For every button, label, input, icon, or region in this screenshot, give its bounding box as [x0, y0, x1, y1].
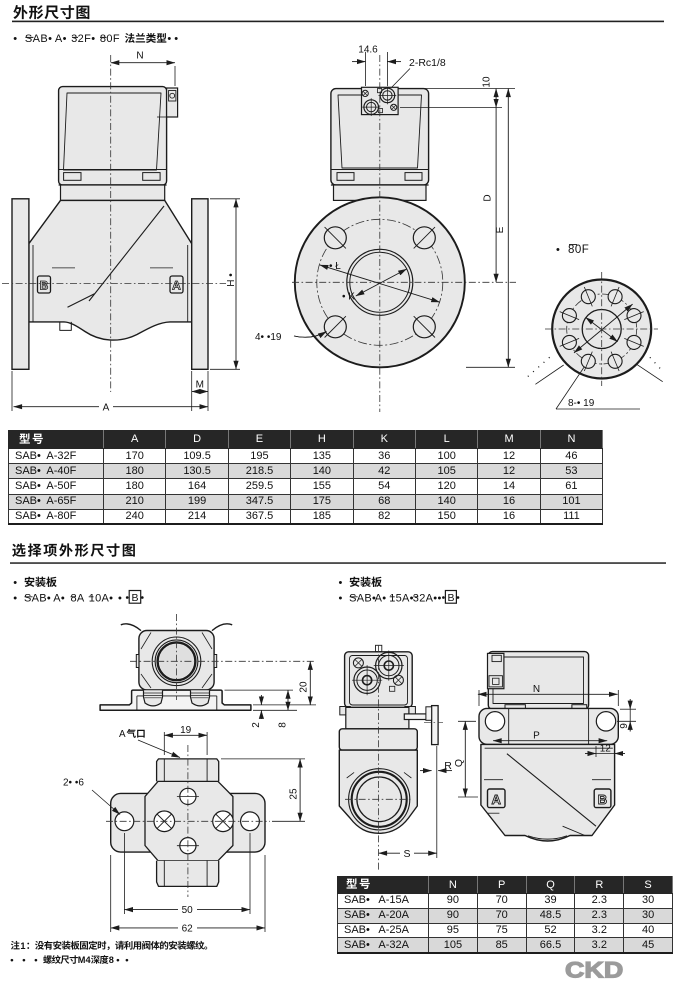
svg-text:P: P [533, 730, 540, 741]
svg-text:•: • [10, 955, 14, 966]
svg-text:SAB•: SAB• [24, 593, 51, 605]
svg-text:9: 9 [619, 723, 630, 729]
svg-text:19: 19 [180, 725, 192, 736]
svg-text:•: • [13, 577, 17, 589]
svg-text:N: N [136, 51, 143, 62]
svg-text:20: 20 [299, 681, 310, 693]
svg-text:D: D [482, 194, 493, 201]
svg-text:B: B [40, 279, 49, 293]
svg-text:32F•: 32F• [71, 33, 95, 45]
svg-text:•: • [556, 244, 560, 256]
svg-text:B: B [447, 592, 454, 604]
svg-text:14.6: 14.6 [358, 45, 378, 56]
svg-text:8: 8 [278, 722, 289, 728]
svg-text:M4: M4 [78, 955, 92, 965]
svg-text:•: • [339, 593, 343, 605]
svg-text:E: E [495, 226, 506, 233]
svg-text:4• •19: 4• •19 [255, 332, 282, 343]
svg-text:10: 10 [482, 76, 493, 88]
svg-text:A: A [119, 729, 126, 740]
svg-text:50: 50 [182, 905, 194, 916]
svg-text:32A•: 32A• [413, 593, 438, 605]
svg-text:SAB•: SAB• [349, 593, 376, 605]
svg-text:H •: H • [226, 273, 237, 287]
svg-text:A: A [103, 403, 110, 414]
svg-text:A•: A• [375, 593, 387, 605]
svg-text:•: • [167, 33, 171, 45]
svg-text:25: 25 [289, 788, 300, 800]
svg-text:1: 1 [20, 941, 25, 951]
svg-text:2-Rc1/8: 2-Rc1/8 [409, 57, 446, 69]
svg-text:SAB•: SAB• [25, 33, 52, 45]
svg-text:•: • [116, 955, 120, 966]
svg-text:B: B [598, 792, 607, 807]
svg-text:A: A [172, 279, 181, 293]
svg-text:A: A [492, 792, 502, 807]
svg-text:A•: A• [53, 593, 65, 605]
svg-text:• Ł: • Ł [329, 261, 341, 272]
svg-text:•: • [118, 593, 122, 605]
svg-text:R: R [444, 760, 452, 772]
svg-text:•: • [438, 593, 442, 605]
svg-text:80F: 80F [568, 244, 589, 256]
svg-text:8-• 19: 8-• 19 [568, 398, 595, 409]
svg-text:15A•: 15A• [389, 593, 414, 605]
svg-text:•: • [13, 33, 17, 45]
svg-text:2: 2 [251, 722, 262, 728]
svg-text:S: S [403, 848, 410, 860]
svg-text:• K: • K [342, 292, 355, 303]
svg-text:•: • [34, 955, 38, 966]
svg-text:8A: 8A [71, 593, 85, 605]
svg-text:•: • [13, 593, 17, 605]
svg-text:8: 8 [109, 955, 114, 965]
svg-text:62: 62 [182, 923, 194, 934]
svg-text:•: • [174, 33, 178, 45]
svg-text:M: M [196, 380, 204, 391]
svg-text:B: B [131, 592, 138, 604]
svg-text:12: 12 [600, 744, 612, 755]
svg-text:•: • [125, 955, 129, 966]
svg-text:2• •6: 2• •6 [63, 778, 84, 789]
svg-text:•: • [339, 577, 343, 589]
svg-text:80F: 80F [100, 33, 120, 45]
svg-text:Q: Q [453, 759, 465, 767]
svg-text:•: • [22, 955, 26, 966]
svg-text:N: N [533, 684, 540, 695]
svg-text:A•: A• [55, 33, 67, 45]
svg-text:10A•: 10A• [89, 593, 114, 605]
